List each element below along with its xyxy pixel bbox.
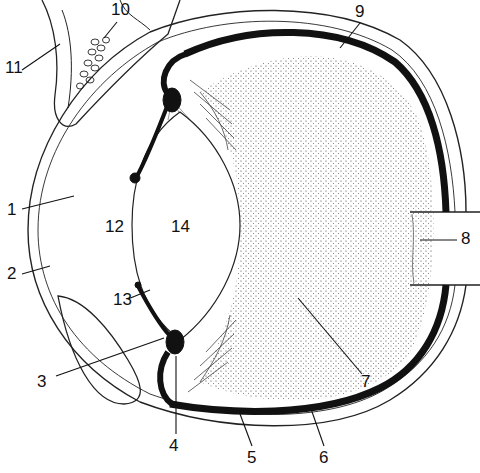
leader-line [22,22,457,446]
callout-number: 8 [460,229,471,249]
callout-number: 2 [6,264,17,284]
callout-number: 3 [36,372,47,392]
lower-eyelid [58,296,140,404]
callout-number: 12 [104,217,125,237]
upper-eyelid [42,0,180,126]
sclera [140,10,466,425]
callout-number: 14 [170,217,191,237]
callout-number: 9 [354,2,365,22]
eyelid-line [62,10,71,108]
callout-number: 11 [4,58,24,78]
callout-number: 13 [112,290,133,310]
callout-number: 7 [360,372,371,392]
callout-number: 6 [318,448,329,468]
callout-number: 4 [168,436,179,456]
callout-number: 5 [246,448,257,468]
callout-number: 1 [6,200,17,220]
lens [132,112,240,340]
callout-number: 10 [110,0,131,20]
